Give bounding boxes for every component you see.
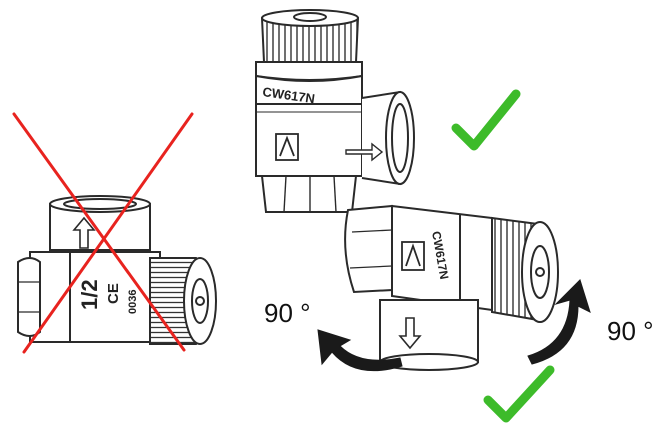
valve-wrong-ce: CE (105, 283, 122, 304)
flow-direction-arrow-icon (345, 142, 384, 162)
checkmark-icon (451, 89, 521, 151)
flow-direction-arrow-icon (398, 317, 422, 350)
valve-wrong-size: 1/2 (77, 279, 102, 310)
rotate-clockwise-arrow-icon[interactable] (527, 279, 591, 365)
rotation-angle-left-label: 90 ° (264, 298, 311, 328)
x-cross-icon (12, 112, 194, 354)
valve-top-marking: CW617N (262, 84, 316, 106)
valve-upright-correct (255, 9, 415, 213)
flow-direction-arrow-icon (72, 216, 96, 249)
brand-logo-icon (401, 241, 425, 271)
brand-logo-icon (275, 133, 299, 161)
rotation-angle-right-label: 90 ° (607, 316, 654, 346)
rotate-counterclockwise-arrow-icon[interactable] (317, 329, 403, 372)
valve-rotated-correct (344, 204, 559, 371)
valve-wrong-code: 0036 (127, 290, 139, 314)
checkmark-icon (483, 365, 555, 423)
